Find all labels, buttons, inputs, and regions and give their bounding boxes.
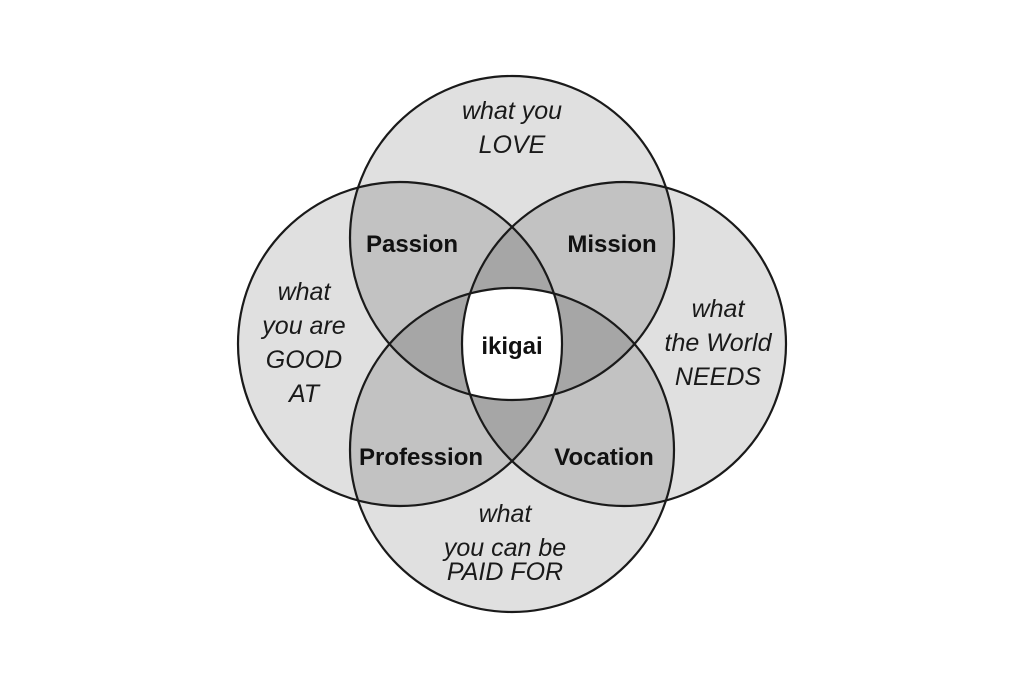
label-paid-for-line-2: you can be xyxy=(442,534,566,562)
label-profession: Profession xyxy=(359,444,483,471)
label-ikigai: ikigai xyxy=(481,333,542,360)
label-paid-for-line-3: PAID FOR xyxy=(447,558,563,586)
circle-love-outline xyxy=(348,74,676,402)
label-love: what you LOVE xyxy=(462,97,562,159)
label-world-needs-line-2: the World xyxy=(665,329,773,357)
label-good-at-line-3: GOOD xyxy=(266,346,342,374)
label-paid-for: what you can be PAID FOR xyxy=(442,500,566,586)
label-vocation: Vocation xyxy=(554,444,654,471)
label-world-needs: what the World NEEDS xyxy=(665,295,773,391)
label-good-at-line-1: what xyxy=(278,278,332,306)
label-love-line-1: what you xyxy=(462,97,562,125)
label-good-at-line-2: you are xyxy=(260,312,345,340)
label-good-at-line-4: AT xyxy=(287,380,321,408)
label-paid-for-line-1: what xyxy=(479,500,533,528)
circle-outlines xyxy=(236,74,788,614)
label-passion: Passion xyxy=(366,231,458,258)
triple-top-right-bottom xyxy=(462,288,674,400)
label-world-needs-line-3: NEEDS xyxy=(675,363,761,391)
label-mission: Mission xyxy=(567,231,656,258)
label-world-needs-line-1: what xyxy=(692,295,746,323)
triple-top-left-bottom xyxy=(350,288,562,400)
circle-good-at-outline xyxy=(236,180,564,508)
label-love-line-2: LOVE xyxy=(479,131,546,159)
circle-world-needs-outline xyxy=(460,180,788,508)
label-good-at: what you are GOOD AT xyxy=(260,278,345,408)
circle-paid-for-outline xyxy=(348,286,676,614)
